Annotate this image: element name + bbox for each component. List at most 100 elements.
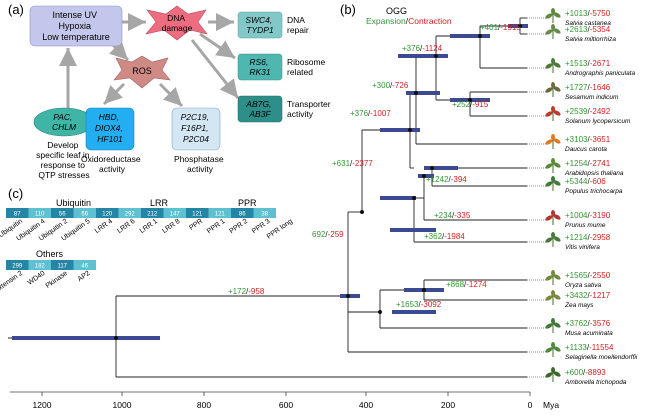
node-counts: +376/-1007 [350,109,391,118]
axis-tick-label: 1000 [113,400,132,410]
heat-cell-value: 182 [35,264,46,270]
species-name: Zea mays [564,302,594,309]
heat-cell-value: 120 [102,212,113,218]
svg-text:DNA repair: DNA repair [287,15,309,35]
species-counts: +600/-8893 [565,368,606,377]
heat-column-label: PPR long [266,218,294,241]
species-counts: +1565/-2550 [565,271,611,280]
plant-icon [545,318,561,333]
heat-cell [253,208,276,218]
gene-box-dna-repair: SWC4, TYDP1 DNA repair [237,11,309,39]
plant-icon [545,58,561,73]
p2c-description: Phosphatase activity [174,154,226,174]
species-counts: +1004/-3190 [565,211,611,220]
species-name: Amborella trichopoda [564,379,627,386]
heat-cell-value: 87 [14,212,21,218]
legend-expansion: Expansion [366,16,406,26]
plant-icon [545,210,561,225]
legend-contraction: Contraction [408,16,452,26]
species-counts: +2539/-2492 [565,107,611,116]
axis-tick-label: 800 [197,400,211,410]
axis-unit: Mya [543,400,559,410]
group-others: Others [36,249,64,259]
gene-box-ribosome: RS6, RK31 Ribosome related [237,53,326,81]
plant-icon [545,134,561,149]
stress-box [29,5,123,47]
species-counts: +2613/-5354 [565,25,611,34]
heat-cell-value: 110 [35,212,45,218]
group-lrr: LRR [150,198,169,208]
species-name: Arabidopsis thaliana [564,170,624,177]
heat-cell [73,260,96,270]
panel-b-label: (b) [340,2,356,17]
legend: Expansion/Contraction [366,16,452,26]
heat-cell [186,208,209,218]
heat-cell-value: 292 [125,212,136,218]
heat-cell [28,260,51,270]
plant-icon [545,24,561,39]
ogg-title: OGG [386,6,407,16]
species-counts: +1727/-1646 [565,83,611,92]
heat-column-label: AP2 [77,270,92,283]
species-counts: +1133/-11554 [565,343,614,352]
heat-cell-value: 147 [170,212,181,218]
heat-cell-value: 117 [57,264,67,270]
node-counts: +362/-1984 [424,232,465,241]
heat-cell-value: 66 [81,212,88,218]
ros-star [113,55,171,89]
species-counts: +1254/-2741 [565,159,611,168]
node-counts: 692/-259 [312,230,344,239]
heat-column-label: PPR 1 [206,218,227,235]
heat-column-label: Pkinase [45,270,70,290]
stress-box-text: Intense UV Hypoxia Low temperature [42,10,110,42]
species-name: Prunus mume [565,222,606,229]
node-counts: +252/-915 [452,100,489,109]
node-labels: +401/-1515+376/-1124+300/-726+252/-915+3… [228,23,521,309]
pac-description: Develop specific leaf in response to QTP… [36,140,92,180]
panel-a: (a) Intense UV Hypoxia Low temperature D… [8,2,333,180]
heat-cell-value: 121 [215,212,226,218]
heat-cell-value: 86 [239,212,246,218]
species-name: Solanum lycopersicum [565,118,631,125]
p2c-box [171,107,221,151]
species-counts: +3762/-3576 [565,319,611,328]
plant-icon [545,290,561,305]
species-counts: +5344/-606 [565,177,606,186]
p2c-genes: P2C19, F16P1, P2C04 [181,112,212,144]
axis-tick-label: 400 [359,400,373,410]
heat-cell [231,208,254,218]
panel-b: (b) OGG Expansion/Contraction [8,2,638,410]
legend-sep: / [406,16,409,26]
plant-icon [545,158,561,173]
heat-cell [96,208,119,218]
species-name: Salvia miltiorrhiza [565,36,616,43]
svg-text:SWC4, TYDP1: SWC4, TYDP1 [245,15,274,35]
group-ubiquitin: Ubiquitin [56,198,91,208]
svg-text:Transporter activity: Transporter activity [287,99,333,119]
heat-column-label: LRR 6 [116,218,136,235]
node-counts: +868/-1274 [446,280,487,289]
heat-cell [6,208,29,218]
heat-column-label: LRR 4 [94,218,114,235]
panel-c-label: (c) [8,186,23,201]
dna-damage-star [145,5,208,41]
node-counts: +300/-726 [372,81,409,90]
heat-cell-value: 212 [147,212,158,218]
heat-cell [28,208,51,218]
svg-text:RS6, RK31: RS6, RK31 [249,57,271,77]
species-name: Andrographis paniculata [564,70,635,77]
pac-genes: PAC, CHLM [52,112,77,132]
heat-cell [73,208,96,218]
axis-tick-label: 1200 [33,400,52,410]
panel-a-label: (a) [8,2,24,17]
node-counts: +401/-1515 [480,23,521,32]
heat-cell [51,260,74,270]
species-counts: +3432/-1217 [565,291,611,300]
